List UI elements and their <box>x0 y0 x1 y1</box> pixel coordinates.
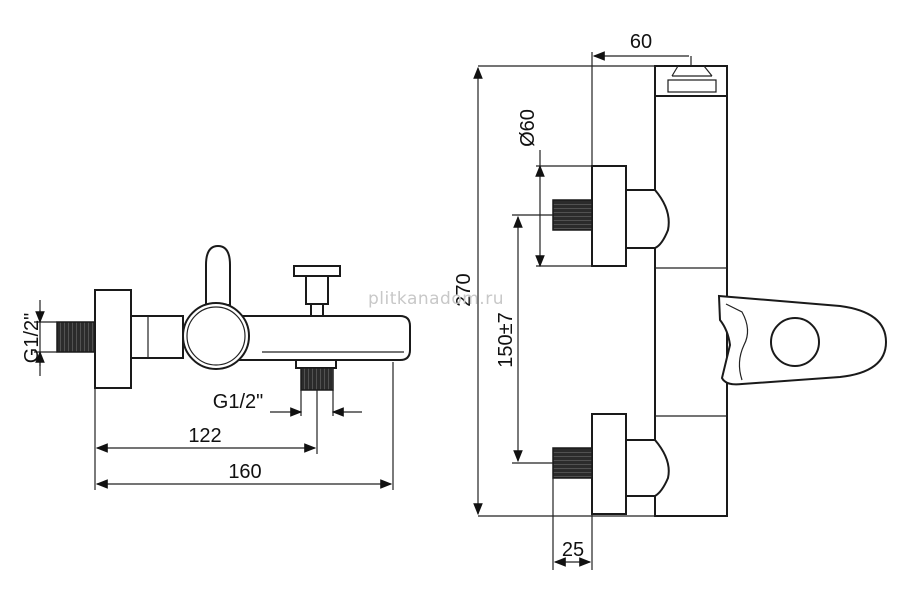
outlet-thread <box>300 367 334 391</box>
handle-knob <box>770 317 820 367</box>
handle-lever <box>205 244 231 306</box>
upper-inlet-thread <box>552 199 593 231</box>
inlet-thread <box>56 321 96 353</box>
front-view: 60 Ø60 270 150±7 25 <box>453 31 888 570</box>
dim-122: 122 <box>188 425 221 447</box>
dim-diameter-60: Ø60 <box>517 109 539 147</box>
upper-flange <box>591 165 627 267</box>
dim-270: 270 <box>453 273 475 306</box>
spout <box>229 315 411 361</box>
side-view: G1/2" G1/2" 122 160 <box>21 244 411 490</box>
inlet-thread-label: G1/2" <box>21 313 43 363</box>
mixer-body <box>130 315 184 359</box>
outlet-thread-label: G1/2" <box>213 391 263 413</box>
thermostat-column <box>654 95 728 517</box>
dim-160: 160 <box>228 461 261 483</box>
lower-inlet-thread <box>552 447 593 479</box>
lower-flange <box>591 413 627 515</box>
dim-60: 60 <box>630 31 652 53</box>
dim-150: 150±7 <box>495 312 517 367</box>
handle-disc <box>182 302 250 370</box>
wall-flange <box>94 289 132 389</box>
dim-25: 25 <box>562 539 584 561</box>
diverter-knob <box>293 265 341 277</box>
watermark: plitkanadom.ru <box>368 289 504 309</box>
